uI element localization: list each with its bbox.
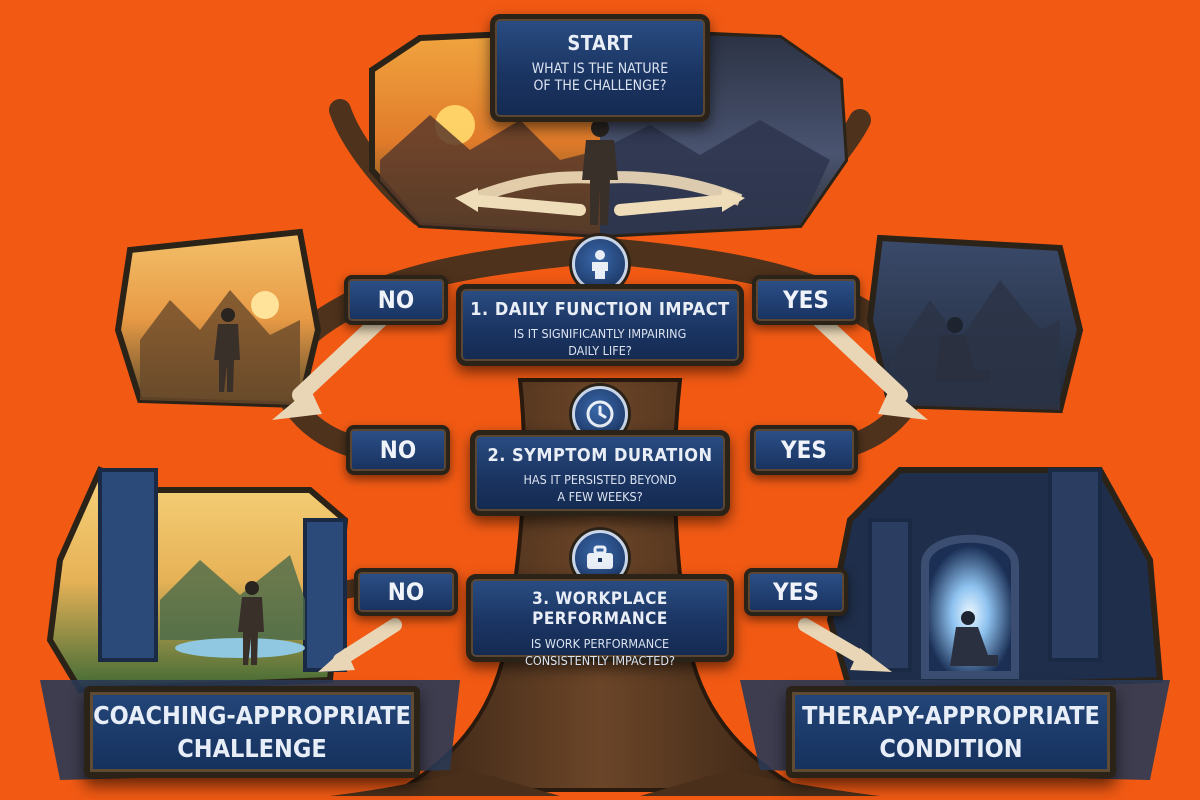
coaching-outcome-line2: CHALLENGE	[177, 734, 327, 763]
briefcase-icon	[587, 545, 613, 569]
coaching-outcome-line1: COACHING-APPROPRIATE	[93, 701, 411, 730]
step1-question-line1: IS IT SIGNIFICANTLY IMPAIRING	[513, 326, 687, 341]
clock-icon	[586, 400, 614, 428]
yes-arrow-step1	[812, 312, 928, 420]
step2-no-tag: NO	[346, 425, 450, 475]
step1-title: 1. DAILY FUNCTION IMPACT	[470, 299, 730, 320]
no-arrow-step3	[318, 618, 402, 672]
walking-person-figure	[214, 308, 240, 392]
no-arrow-step1	[272, 312, 388, 420]
start-title: START	[567, 31, 633, 55]
sitting-person-in-portal-figure	[950, 611, 998, 666]
step1-sign: 1. DAILY FUNCTION IMPACT IS IT SIGNIFICA…	[456, 284, 744, 366]
therapy-outcome-line2: CONDITION	[879, 734, 1023, 763]
person-icon-badge	[572, 236, 628, 292]
step2-sign: 2. SYMPTOM DURATION HAS IT PERSISTED BEY…	[470, 430, 730, 516]
coaching-outcome-sign: COACHING-APPROPRIATE CHALLENGE	[84, 686, 420, 778]
start-question-line2: OF THE CHALLENGE?	[533, 78, 667, 94]
step1-question-line2: DAILY LIFE?	[568, 343, 632, 358]
person-facing-valley-figure	[238, 581, 264, 665]
step3-sign: 3. WORKPLACE PERFORMANCE IS WORK PERFORM…	[466, 574, 734, 668]
therapy-outcome-sign: THERAPY-APPROPRIATE CONDITION	[786, 686, 1116, 778]
step3-question-line2: CONSISTENTLY IMPACTED?	[525, 653, 675, 668]
step2-question-line2: A FEW WEEKS?	[557, 489, 643, 504]
standing-person-figure	[582, 119, 618, 225]
start-question-line1: WHAT IS THE NATURE	[531, 61, 669, 77]
yes-arrow-step3	[798, 618, 892, 672]
step1-no-tag: NO	[344, 275, 448, 325]
step3-no-tag: NO	[354, 568, 458, 616]
start-sign: START WHAT IS THE NATURE OF THE CHALLENG…	[490, 14, 710, 122]
start-split-arrows	[455, 188, 745, 216]
step2-yes-tag: YES	[750, 425, 858, 475]
step3-yes-tag: YES	[744, 568, 848, 616]
step3-title: 3. WORKPLACE PERFORMANCE	[532, 589, 668, 629]
person-icon	[592, 250, 608, 279]
step1-yes-tag: YES	[752, 275, 860, 325]
step2-question-line1: HAS IT PERSISTED BEYOND	[523, 472, 677, 487]
step3-question-line1: IS WORK PERFORMANCE	[530, 636, 670, 651]
step2-title: 2. SYMPTOM DURATION	[487, 445, 713, 466]
therapy-outcome-line1: THERAPY-APPROPRIATE	[802, 701, 1100, 730]
sitting-person-figure	[935, 317, 990, 382]
